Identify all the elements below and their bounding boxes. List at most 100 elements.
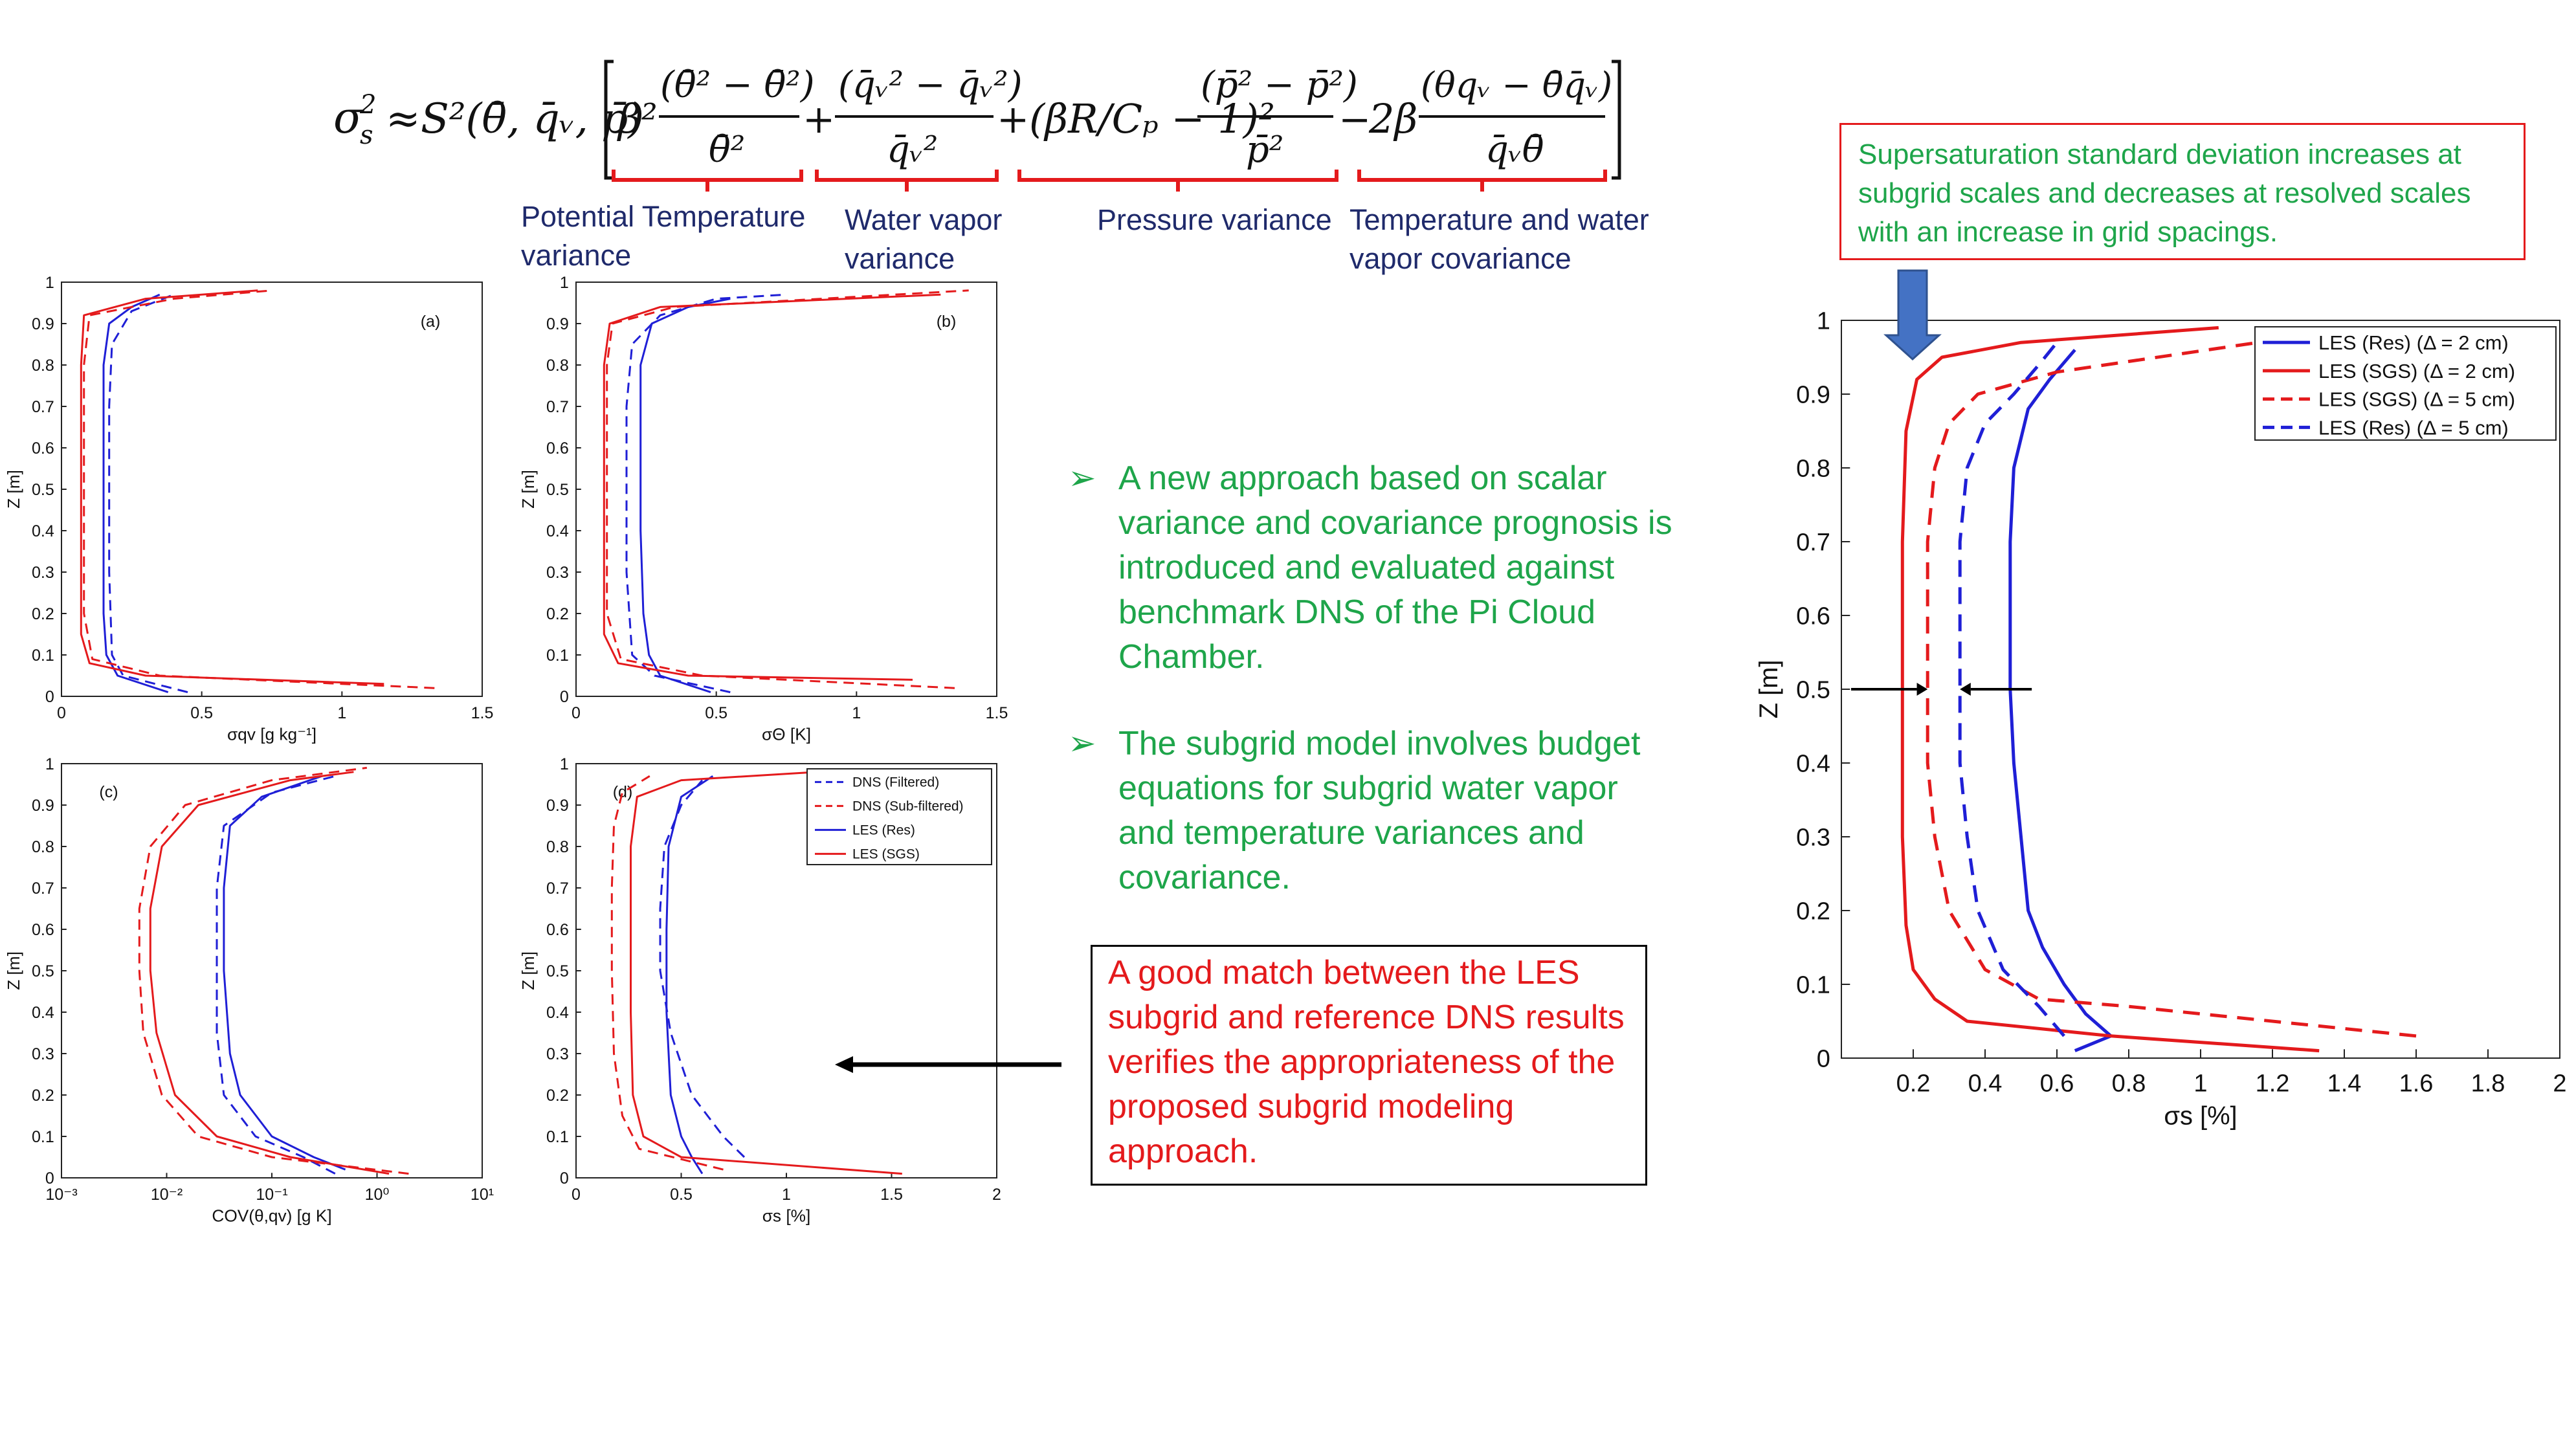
y-tick-label: 0.6 xyxy=(1796,603,1830,630)
term3-factor: (βR/Cₚ − 1)² xyxy=(1029,95,1275,142)
term3-num: (p̄² − p̄²) xyxy=(1201,64,1358,106)
x-axis-label: σqv [g kg⁻¹] xyxy=(227,725,316,744)
x-tick-label: 1.4 xyxy=(2327,1070,2362,1097)
x-tick-label: 2 xyxy=(992,1186,1001,1204)
y-tick-label: 0.9 xyxy=(32,315,54,333)
term4-den: q̄ᵥθ̄ xyxy=(1485,129,1544,171)
y-tick-label: 0.9 xyxy=(1796,381,1830,408)
y-tick-label: 0.4 xyxy=(546,522,569,540)
x-axis-label: COV(θ,qv) [g K] xyxy=(212,1206,331,1226)
x-tick-label: 0.5 xyxy=(190,704,213,722)
y-tick-label: 0.6 xyxy=(546,439,569,458)
y-tick-label: 0.7 xyxy=(546,398,569,416)
legend: LES (Res) (Δ = 2 cm) LES (SGS) (Δ = 2 cm)… xyxy=(2254,326,2557,441)
y-tick-label: 0 xyxy=(560,688,569,706)
series-line-3 xyxy=(1958,341,2066,1037)
term4-num: (θqᵥ − θ̄q̄ᵥ) xyxy=(1421,65,1612,105)
brace-term1 xyxy=(612,170,803,192)
bullet-approach-text: A new approach based on scalar variance … xyxy=(1118,459,1672,676)
supersaturation-callout-box: Supersaturation standard deviation incre… xyxy=(1839,123,2526,260)
term4-factor: 2β xyxy=(1368,95,1417,142)
x-axis-label: σΘ [K] xyxy=(762,725,811,744)
y-tick-label: 0.5 xyxy=(32,962,54,980)
y-tick-label: 0.3 xyxy=(32,564,54,582)
series-line-3 xyxy=(83,289,435,689)
series-line-2 xyxy=(603,293,941,681)
legend: DNS (Filtered)DNS (Sub-filtered)LES (Res… xyxy=(806,768,992,865)
y-tick-label: 0.2 xyxy=(1796,898,1830,925)
x-tick-label: 1.2 xyxy=(2256,1070,2290,1097)
equation-approx: ≈ xyxy=(386,95,421,143)
x-tick-label: 1 xyxy=(337,704,346,722)
panel-label: (a) xyxy=(421,313,441,331)
series-line-0 xyxy=(102,293,169,694)
series-line-1 xyxy=(1900,326,2320,1053)
y-tick-label: 0.8 xyxy=(546,838,569,856)
x-tick-label: 0 xyxy=(57,704,66,722)
y-axis-label: Z [m] xyxy=(518,951,538,990)
y-tick-label: 0.5 xyxy=(546,481,569,499)
x-tick-label: 10⁻¹ xyxy=(256,1186,287,1204)
x-tick-label: 0.4 xyxy=(1968,1070,2003,1097)
term1-num: (θ̄² − θ̄²) xyxy=(660,64,815,106)
y-tick-label: 0.3 xyxy=(1796,824,1830,851)
legend-entry: LES (Res) (Δ = 5 cm) xyxy=(2318,416,2509,439)
y-tick-label: 0 xyxy=(45,1169,54,1188)
brace-term2 xyxy=(815,170,999,192)
term2-den: q̄ᵥ² xyxy=(887,129,938,171)
equation-lhs-sub: s xyxy=(360,120,373,150)
equation-s2: S²(θ̄, q̄ᵥ, p̄) xyxy=(421,95,644,143)
legend-entry: LES (Res) (Δ = 2 cm) xyxy=(2318,331,2509,354)
series-line-3 xyxy=(138,766,409,1175)
y-tick-label: 1 xyxy=(560,755,569,773)
y-axis-label: Z [m] xyxy=(518,470,538,509)
y-tick-label: 0.1 xyxy=(32,647,54,665)
y-axis-label: Z [m] xyxy=(4,470,23,509)
legend-entry: DNS (Sub-filtered) xyxy=(852,799,964,813)
y-tick-label: 0.3 xyxy=(546,564,569,582)
x-tick-label: 1 xyxy=(852,704,861,722)
x-tick-label: 0.8 xyxy=(2112,1070,2146,1097)
y-tick-label: 0.4 xyxy=(32,1004,54,1022)
legend-box xyxy=(2254,326,2557,441)
y-tick-label: 0.1 xyxy=(32,1128,54,1146)
y-tick-label: 0.3 xyxy=(546,1045,569,1063)
term3-den: p̄² xyxy=(1246,129,1283,171)
y-tick-label: 0.4 xyxy=(546,1004,569,1022)
bullet-arrow-icon: ➢ xyxy=(1068,725,1096,762)
y-tick-label: 0.6 xyxy=(32,439,54,458)
x-tick-label: 1.5 xyxy=(986,704,1008,722)
series-line-0 xyxy=(223,775,346,1171)
match-callout-box: A good match between the LES subgrid and… xyxy=(1091,945,1647,1186)
label-pressure-variance: Pressure variance xyxy=(1097,203,1332,236)
y-tick-label: 0.3 xyxy=(32,1045,54,1063)
legend-entry: LES (SGS) (Δ = 2 cm) xyxy=(2318,360,2515,382)
brace-term3 xyxy=(1017,170,1338,192)
y-tick-label: 0.7 xyxy=(32,879,54,898)
equation-lhs: σ xyxy=(333,93,364,144)
series-line-3 xyxy=(630,771,902,1175)
sgs-arrow-head xyxy=(1916,683,1928,696)
y-tick-label: 0.9 xyxy=(546,797,569,815)
x-tick-label: 1.5 xyxy=(471,704,494,722)
y-tick-label: 0.7 xyxy=(1796,529,1830,556)
label-water-vapor-variance: Water vapor variance xyxy=(845,203,1003,275)
equation-braces xyxy=(612,170,1607,192)
svg-text:−: − xyxy=(1338,97,1371,142)
series-line-2 xyxy=(665,775,714,1175)
x-tick-label: 10⁰ xyxy=(365,1186,390,1204)
legend-entry: DNS (Filtered) xyxy=(852,775,939,790)
y-tick-label: 0.1 xyxy=(1796,971,1830,999)
label-temperature-water-vapor-covariance: Temperature and water vapor covariance xyxy=(1349,203,1649,275)
y-tick-label: 0.6 xyxy=(546,921,569,939)
x-tick-label: 0.6 xyxy=(2040,1070,2074,1097)
x-tick-label: 1 xyxy=(782,1186,791,1204)
y-axis-label: Z [m] xyxy=(1755,660,1783,719)
bullet-subgrid-model: ➢ The subgrid model involves budget equa… xyxy=(1068,722,1689,903)
panel-label: (d) xyxy=(613,783,633,801)
legend-entry: LES (SGS) xyxy=(852,846,920,861)
bullet-subgrid-model-text: The subgrid model involves budget equati… xyxy=(1118,725,1641,896)
y-tick-label: 0.9 xyxy=(546,315,569,333)
